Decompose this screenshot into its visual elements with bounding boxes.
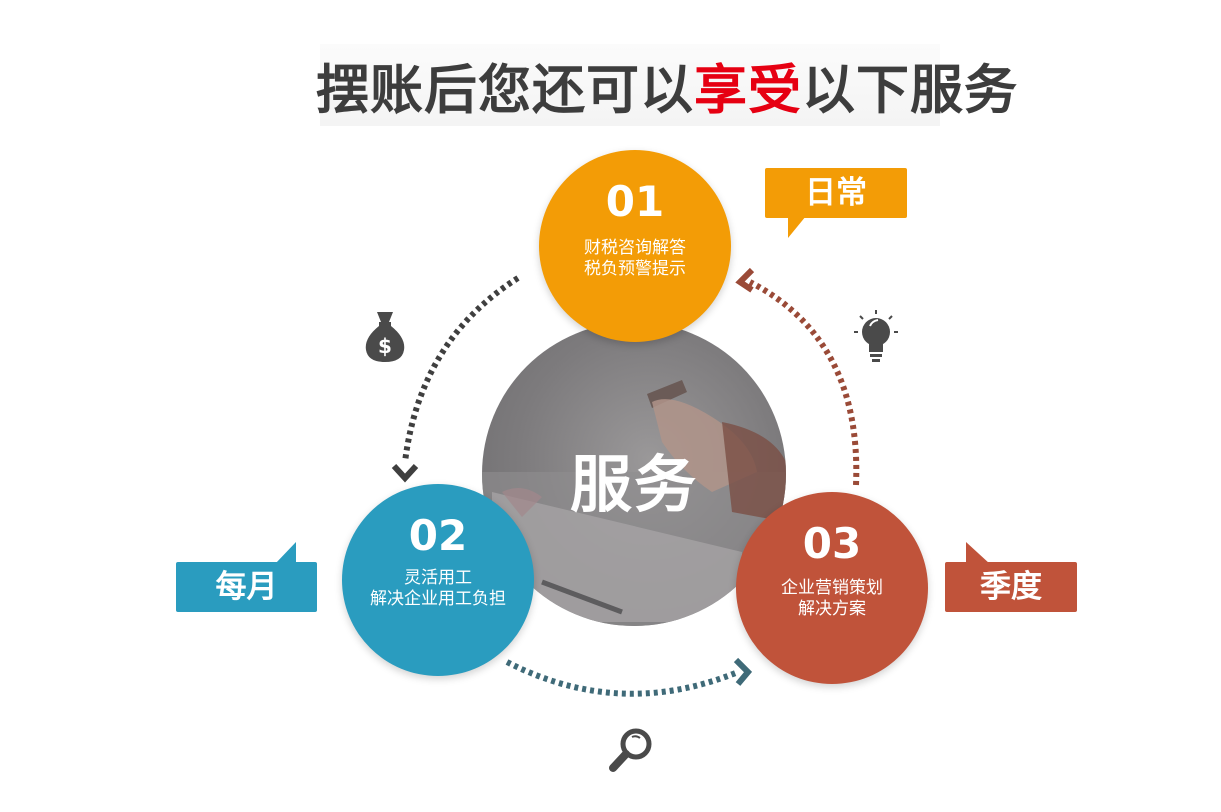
tag-daily-tail bbox=[788, 216, 806, 238]
arrow-daily-head bbox=[735, 267, 755, 293]
center-label: 服务 bbox=[569, 448, 698, 521]
arrow-quarterly-head bbox=[733, 657, 753, 686]
tag-monthly: 每月 bbox=[176, 562, 317, 612]
page-title: 摆账后您还可以享受以下服务 bbox=[316, 56, 1046, 126]
node-line: 财税咨询解答 bbox=[584, 238, 686, 258]
node-line: 解决方案 bbox=[798, 599, 866, 619]
node-line: 企业营销策划 bbox=[781, 578, 883, 598]
tag-quarterly-tail bbox=[966, 542, 990, 564]
title-background bbox=[320, 44, 940, 126]
service-node-02: 02 灵活用工 解决企业用工负担 bbox=[342, 484, 534, 676]
node-number: 03 bbox=[802, 519, 862, 568]
node-line: 灵活用工 bbox=[404, 568, 472, 588]
arrow-monthly-path bbox=[402, 275, 520, 463]
arrow-daily-path bbox=[748, 279, 860, 486]
node-number: 02 bbox=[408, 511, 468, 560]
title-part-1: 摆账后您还可以 bbox=[316, 60, 694, 121]
title-part-2: 以下服务 bbox=[802, 60, 1018, 121]
tag-monthly-tail bbox=[275, 542, 296, 564]
center-circle: 服务 bbox=[482, 322, 786, 626]
svg-text:$: $ bbox=[378, 334, 392, 358]
title-highlight: 享受 bbox=[694, 60, 802, 121]
tag-daily: 日常 bbox=[765, 168, 907, 218]
service-node-01: 01 财税咨询解答 税负预警提示 bbox=[539, 150, 731, 342]
money-bag-icon: $ bbox=[365, 312, 405, 362]
tag-quarterly: 季度 bbox=[945, 562, 1077, 612]
node-number: 01 bbox=[605, 177, 665, 226]
node-line: 解决企业用工负担 bbox=[370, 589, 506, 609]
lightbulb-icon bbox=[854, 310, 898, 362]
arrow-quarterly-path bbox=[505, 659, 740, 697]
magnifier-icon bbox=[609, 728, 652, 772]
node-line: 税负预警提示 bbox=[584, 259, 686, 279]
service-node-03: 03 企业营销策划 解决方案 bbox=[736, 492, 928, 684]
hand-writing-photo bbox=[482, 380, 786, 626]
arrow-monthly-head bbox=[391, 463, 419, 483]
